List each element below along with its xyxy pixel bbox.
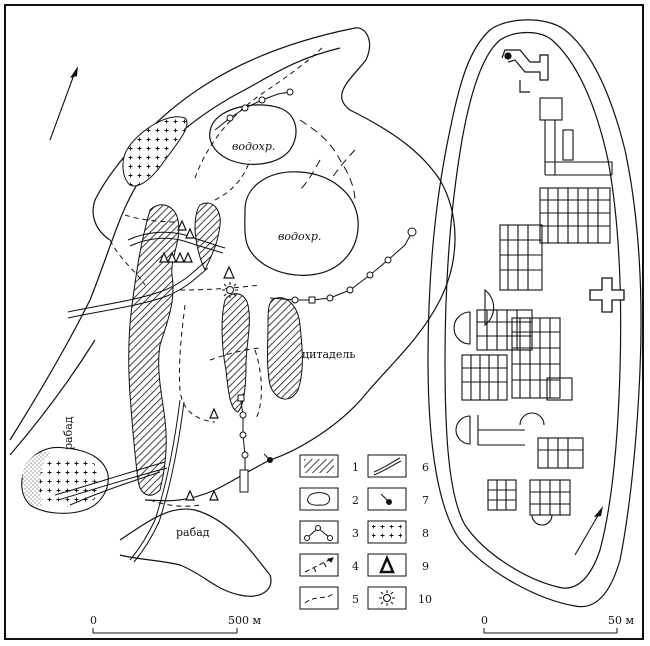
crosses-area-north bbox=[122, 116, 188, 187]
scale-bar-right: 0 50 м bbox=[481, 614, 634, 634]
triangle-markers bbox=[159, 219, 235, 501]
legend: 1 2 3 4 5 6 bbox=[299, 454, 432, 610]
label-reservoir-big: водохр. bbox=[278, 230, 321, 243]
figure-frame bbox=[4, 4, 644, 640]
legend-number-2: 2 bbox=[352, 494, 359, 507]
legend-swatch-4 bbox=[304, 557, 334, 573]
legend-number-1: 1 bbox=[352, 461, 359, 474]
label-rabad-west: рабад bbox=[62, 416, 75, 450]
dashed-path-west bbox=[109, 214, 201, 507]
left-site-plan: водохр. водохр. цитадель рабад рабад 0 5… bbox=[9, 27, 456, 634]
circle-chain-nodes-south bbox=[237, 394, 249, 493]
hatched-ridge-1 bbox=[128, 204, 180, 496]
legend-number-8: 8 bbox=[422, 527, 429, 540]
well-marker bbox=[263, 453, 273, 463]
building-north bbox=[539, 97, 613, 176]
legend-swatch-3 bbox=[304, 525, 333, 541]
road-southwest bbox=[54, 461, 168, 506]
reservoir-big bbox=[244, 171, 359, 276]
legend-number-7: 7 bbox=[422, 494, 429, 507]
reservoir-north bbox=[209, 104, 297, 165]
sun-marker bbox=[222, 282, 238, 298]
dashed-path-north bbox=[194, 44, 326, 201]
road-north bbox=[127, 231, 226, 254]
circle-chain-nodes-north bbox=[226, 88, 294, 122]
lower-bank-line bbox=[119, 508, 272, 597]
hatched-ridge-2 bbox=[194, 202, 221, 272]
scale-right-start: 0 bbox=[481, 614, 488, 627]
scale-bar-left: 0 500 м bbox=[90, 614, 261, 634]
legend-swatch-1 bbox=[304, 459, 334, 473]
grid-blocks bbox=[453, 187, 611, 526]
hatched-citadel-east bbox=[267, 297, 303, 400]
legend-swatch-7 bbox=[380, 493, 392, 505]
legend-number-5: 5 bbox=[352, 593, 359, 606]
right-site-plan: 0 50 м bbox=[427, 19, 642, 634]
scale-left-start: 0 bbox=[90, 614, 97, 627]
legend-swatch-9 bbox=[379, 554, 395, 574]
legend-number-3: 3 bbox=[352, 527, 359, 540]
circle-chain-nodes-east bbox=[291, 227, 417, 304]
north-arrow-right bbox=[574, 506, 603, 556]
label-citadel: цитадель bbox=[302, 348, 355, 361]
island-inner-contour bbox=[444, 31, 622, 589]
scale-left-end: 500 м bbox=[228, 614, 261, 627]
legend-swatch-2 bbox=[307, 492, 331, 506]
legend-number-6: 6 bbox=[422, 461, 429, 474]
road-west bbox=[67, 261, 209, 319]
lake-left-outline bbox=[21, 446, 109, 514]
legend-swatch-6 bbox=[373, 457, 402, 476]
north-arrow-left bbox=[49, 66, 78, 141]
top-structure bbox=[501, 49, 549, 93]
crosses-area-southwest bbox=[33, 457, 101, 507]
legend-swatch-5 bbox=[304, 593, 334, 604]
scale-right-end: 50 м bbox=[608, 614, 634, 627]
stipple-edge bbox=[22, 451, 50, 507]
legend-number-10: 10 bbox=[418, 593, 432, 606]
label-reservoir-north: водохр. bbox=[232, 140, 275, 153]
plus-structure bbox=[589, 277, 625, 313]
road-south bbox=[129, 399, 185, 563]
label-rabad-south: рабад bbox=[176, 526, 210, 539]
hatched-citadel-west bbox=[221, 293, 250, 413]
legend-swatch-10 bbox=[379, 590, 395, 606]
legend-swatch-8 bbox=[372, 525, 402, 539]
legend-number-4: 4 bbox=[352, 560, 359, 573]
legend-number-9: 9 bbox=[422, 560, 429, 573]
dashed-wall-ticks bbox=[299, 119, 356, 201]
island-outer-contour bbox=[427, 19, 642, 608]
dashed-path-center bbox=[178, 284, 262, 423]
